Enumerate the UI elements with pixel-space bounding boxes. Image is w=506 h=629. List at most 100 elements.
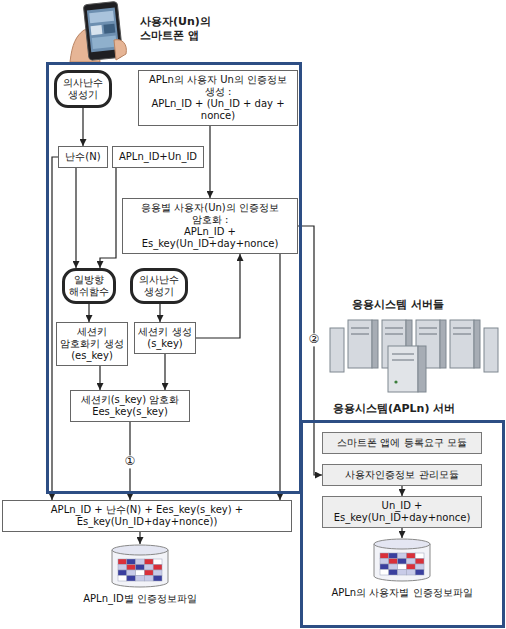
connector-arrow: [82, 108, 83, 146]
box-text: 세션키 암호화키 생성(es_key): [59, 326, 125, 362]
database-label: APLn의 사용자별 인증정보파일: [331, 587, 472, 599]
connector-arrow: [401, 528, 402, 538]
process-box: 난수(N): [58, 146, 108, 168]
table-cell: [153, 576, 162, 582]
connector-arrow: [100, 168, 116, 268]
table-cell: [136, 559, 145, 565]
box-text: 세션키(s_key) 암호화: [81, 394, 180, 406]
table-cell: [153, 565, 162, 571]
server-front: [388, 346, 426, 392]
cylinder-body: [112, 550, 168, 587]
process-box: 세션키(s_key) 암호화Ees_key(s_key): [70, 390, 190, 422]
table-cell: [136, 576, 145, 582]
table-cell: [415, 570, 424, 576]
cylinder-top: [112, 545, 168, 555]
module-box: Un_ID + Es_key(Un_ID+day+nonce): [322, 496, 482, 528]
module-box: 스마트폰 앱에 등록요구 모듈: [322, 432, 482, 454]
table-cell: [389, 559, 398, 565]
box-text: APLn의 사용자 Un의 인증정보 생성 :: [141, 74, 295, 98]
box-text: APLn_ID+Un_ID: [119, 151, 197, 163]
table-cell: [406, 564, 415, 570]
table-cell: [415, 559, 424, 565]
process-rounded-box: 의사난수 생성기: [130, 268, 188, 304]
connector-arrow: [279, 254, 280, 500]
connector-arrow: [75, 168, 76, 268]
table-cell: [118, 565, 127, 571]
table-cell: [127, 570, 136, 576]
connector-arrow: [196, 254, 240, 338]
process-box: 세션키 생성(s_key): [134, 322, 196, 354]
box-text: APLn_ID + (Un_ID + day + nonce): [141, 98, 295, 122]
box-text: 의사난수 생성기: [136, 274, 182, 298]
process-box: APLn의 사용자 Un의 인증정보 생성 :APLn_ID + (Un_ID …: [138, 70, 298, 126]
table-cell: [144, 559, 153, 565]
thumb-shape: [114, 40, 126, 60]
table-cell: [406, 570, 415, 576]
process-box: 응용별 사용자(Un)의 인증정보 암호화 :APLn_ID + Es_key(…: [122, 198, 298, 254]
table-cell: [380, 553, 389, 559]
database-cylinder-shape: [372, 538, 432, 584]
database-cylinder: APLn_ID별 인증정보파일: [75, 544, 205, 605]
table-cell: [389, 553, 398, 559]
box-text: APLn_ID + Es_key(Un_ID+day+nonce): [125, 226, 295, 250]
connector-arrow: [159, 304, 160, 322]
connector-arrow: [99, 366, 100, 390]
smartphone-illustration: [66, 0, 136, 62]
cylinder-top: [374, 539, 430, 549]
system-frame: 사용자(Un)의 스마트폰 앱의사난수 생성기APLn의 사용자 Un의 인증정…: [46, 62, 302, 494]
table-cell: [398, 564, 407, 570]
connector-arrow: [88, 304, 89, 322]
frame-heading: 응용시스템(APLn) 서버: [333, 402, 493, 416]
frame-heading: 사용자(Un)의 스마트폰 앱: [140, 15, 220, 43]
table-cell: [144, 570, 153, 576]
box-text: 의사난수 생성기: [60, 77, 106, 101]
process-rounded-box: 의사난수 생성기: [54, 70, 112, 108]
table-cell: [415, 553, 424, 559]
connector-arrow: [401, 486, 402, 496]
server-slots: [351, 328, 471, 334]
connector-arrow: [209, 126, 210, 198]
table-cell: [380, 559, 389, 565]
server-illustration: [326, 316, 504, 396]
module-box: 사용자인증정보 관리모듈: [322, 464, 482, 486]
table-cell: [127, 576, 136, 582]
table-cell: [136, 570, 145, 576]
system-frame: 응용시스템(APLn) 서버스마트폰 앱에 등록요구 모듈사용자인증정보 관리모…: [300, 420, 505, 628]
connector-arrow: [164, 354, 165, 390]
table-cell: [380, 564, 389, 570]
table-cell: [127, 559, 136, 565]
table-cell: [380, 570, 389, 576]
table-cell: [398, 553, 407, 559]
table-cell: [144, 576, 153, 582]
box-text: 사용자인증정보 관리모듈: [345, 469, 458, 481]
table-cell: [153, 570, 162, 576]
box-text: 스마트폰 앱에 등록요구 모듈: [337, 437, 467, 449]
table-cell: [389, 564, 398, 570]
box-text: APLn_ID + 난수(N) + Ees_key(s_key) + Es_ke…: [5, 504, 289, 528]
process-rounded-box: 일방향 해쉬함수: [62, 268, 116, 304]
box-text: Ees_key(s_key): [92, 406, 168, 418]
callout-number: ①: [123, 455, 138, 468]
cylinder-body: [374, 544, 430, 581]
box-text: 세션키 생성(s_key): [137, 326, 193, 350]
table-cell: [118, 559, 127, 565]
table-cell: [118, 570, 127, 576]
box-text: 일방향 해쉬함수: [68, 274, 110, 298]
box-text: Un_ID + Es_key(Un_ID+day+nonce): [325, 500, 479, 524]
database-label: APLn_ID별 인증정보파일: [83, 593, 197, 605]
connector-arrow: [139, 532, 140, 544]
table-cell: [153, 559, 162, 565]
box-text: 난수(N): [65, 151, 100, 163]
database-cylinder-shape: [110, 544, 170, 590]
process-box: 세션키 암호화키 생성(es_key): [56, 322, 128, 366]
table-cell: [389, 570, 398, 576]
table-cell: [118, 576, 127, 582]
table-cell: [398, 559, 407, 565]
box-text: 응용별 사용자(Un)의 인증정보 암호화 :: [125, 202, 295, 226]
process-box: APLn_ID + 난수(N) + Ees_key(s_key) + Es_ke…: [2, 500, 292, 532]
table-cell: [398, 570, 407, 576]
